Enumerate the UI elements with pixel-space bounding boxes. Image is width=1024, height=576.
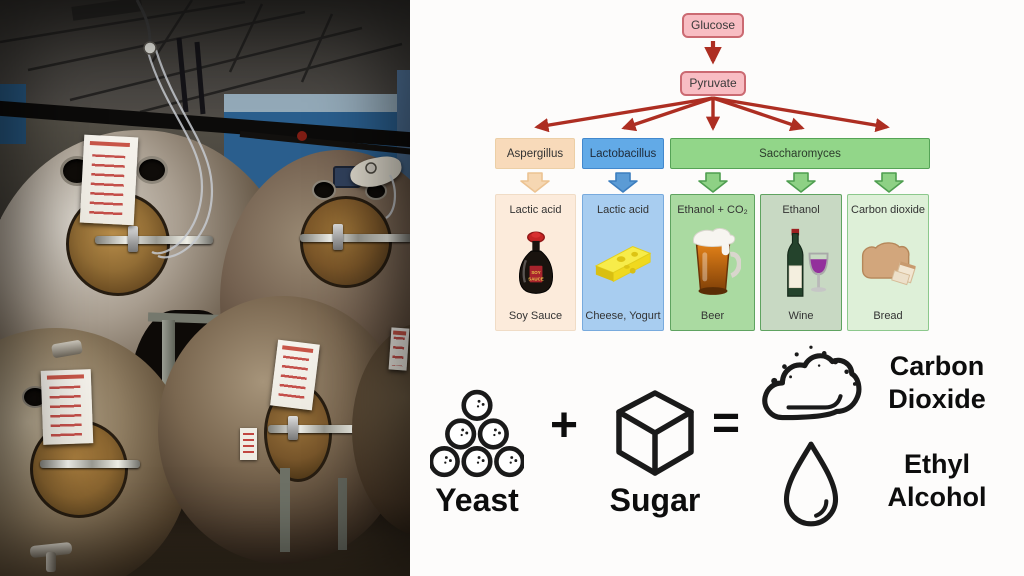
product-food: Bread [873,310,903,322]
product-chemical: Ethanol [782,204,820,216]
svg-text:SAUCE: SAUCE [528,276,543,281]
sugar-label: Sugar [609,482,701,518]
rack-frame-post [280,468,290,552]
svg-text:SOY: SOY [531,270,540,275]
product-card-wine: Ethanol Wine [760,194,842,331]
tank-label-card [388,327,410,371]
product-card-bread: Carbon dioxide Bread [847,194,929,331]
fermentation-diagram-panel: Glucose Pyruvate Aspergillus Lactobacill… [410,0,1024,576]
manway-clamp [95,236,213,244]
manway-clamp [268,425,376,433]
liquid-drop-icon [783,441,839,527]
product-food: Soy Sauce [508,310,563,322]
clamp-bolt [288,416,298,440]
product-chemical: Lactic acid [597,204,649,216]
tank-label-card [40,369,94,445]
flow-arrows [520,41,904,193]
product-chemical: Lactic acid [509,204,562,216]
organism-lactobacillus: Lactobacillus [582,138,664,169]
bread-loaf-icon [861,242,916,286]
porthole-icon [312,180,336,200]
soy-sauce-bottle-icon: SOY SAUCE [518,231,553,294]
organism-saccharomyces: Saccharomyces [670,138,930,169]
product-card-beer: Ethanol + CO₂ Beer [670,194,755,331]
tank-faucet-spout [46,552,56,572]
wall-stripe [224,94,410,112]
co2-cloud-icon [762,345,862,421]
cheese-wedge-icon [594,245,652,283]
manway-clamp [300,234,410,242]
product-chemical: Carbon dioxide [851,204,925,216]
block-arrows [520,172,904,193]
organism-aspergillus: Aspergillus [495,138,575,169]
rack-frame-post [338,478,347,550]
fermentation-cellar-photo [0,0,410,576]
product-chemical: Ethanol + CO₂ [677,204,748,216]
ethyl-alcohol-label: Ethyl Alcohol [887,449,987,512]
yeast-label: Yeast [435,482,519,518]
tank-small-tag [240,428,257,460]
yeast-cells-icon [430,389,524,478]
product-card-cheese-yogurt: Lactic acid Cheese, Yogurt [582,194,664,331]
wine-bottle-and-glass-icon [787,228,829,297]
manway-clamp [40,460,140,468]
beer-mug-icon [692,227,741,295]
product-food: Cheese, Yogurt [585,310,661,322]
sugar-cube-icon [616,390,694,476]
product-food: Wine [788,310,814,322]
equals-sign: = [711,397,741,450]
pyruvate-node: Pyruvate [680,71,746,96]
product-card-soy-sauce: Lactic acid SOY SAUCE Soy Sauce [495,194,576,331]
tank-label-card [270,339,320,411]
clamp-bolt [333,224,343,250]
plus-sign: + [549,399,579,452]
glucose-node: Glucose [682,13,744,38]
porthole-icon [136,156,168,184]
ceiling-pipes [0,0,410,155]
product-food: Beer [700,310,725,322]
clamp-bolt [128,226,138,252]
tank-manway [300,196,392,288]
carbon-dioxide-label: Carbon Dioxide [888,351,986,414]
tubing-overlay [135,0,396,259]
